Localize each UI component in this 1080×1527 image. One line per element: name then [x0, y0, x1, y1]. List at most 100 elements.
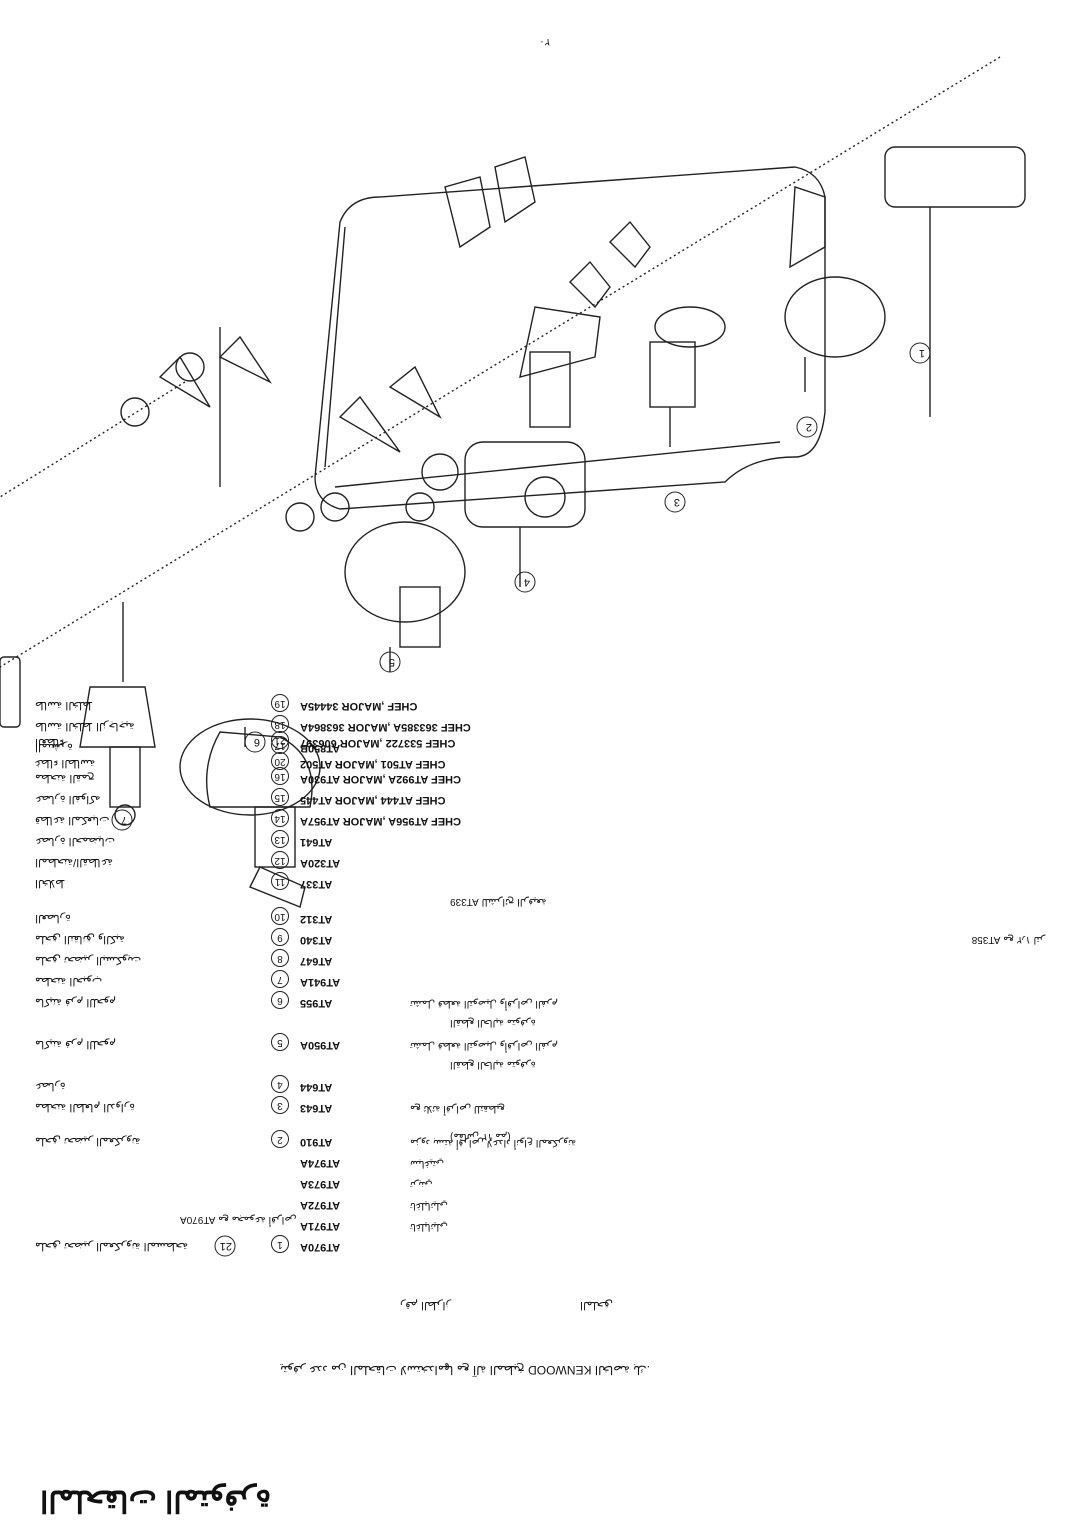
part-model-code: AT974A: [300, 1157, 341, 1169]
part-note: تشمل قطعة التوصيل وأقراص الفرم: [410, 1040, 558, 1051]
part-model-code: AT950A: [300, 1039, 341, 1051]
part-name: غطاء الطاسة: [35, 757, 96, 769]
part-number-badge: 1: [271, 1235, 289, 1253]
part-number-badge: 3: [271, 1096, 289, 1114]
part-row: عصارة الفواكه 15 CHEF AT444 ,MAJOR AT445: [35, 788, 865, 806]
part-name: الغطاء: [35, 736, 65, 748]
part-number-badge: 6: [271, 991, 289, 1009]
part-number-badge: 7: [271, 970, 289, 988]
part-name: طاسة الخلط: [35, 699, 93, 711]
part-number-badge: 21: [271, 731, 289, 749]
part-name: مطحنة القمح: [35, 772, 95, 784]
part-model-code: AT970A: [300, 1241, 341, 1253]
part-model-code: CHEF ,MAJOR 34445A: [300, 700, 418, 712]
part-name: ملحق تحضير المعكرونة المسطحة: [35, 1240, 189, 1252]
part-number-badge: 13: [271, 830, 289, 848]
callout-circle-2: [796, 416, 818, 438]
part-model-code: CHEF AT992A ,MAJOR AT930A: [300, 773, 461, 785]
part-model-code: CHEF 533722 ,MAJOR 606397: [300, 737, 456, 749]
subnote-2: (مقاس ١٢ مم): [450, 1131, 511, 1142]
part-model-code: AT941A: [300, 976, 341, 988]
part-note: تاغلياتيلي: [410, 1200, 448, 1211]
part-name: مطحنة الطعام الدوارة: [35, 1101, 135, 1113]
part-name: ملحق تحضير المعكرونة: [35, 1135, 141, 1147]
part-note: سباغيتي: [410, 1158, 445, 1169]
part-row: AT973A تريني: [35, 1172, 865, 1190]
part-number-badge: 12: [271, 851, 289, 869]
subnote-1: AT970A مع مجموعة أقراص: [180, 1214, 297, 1225]
part-name: مطحنة الحبوب: [35, 975, 103, 987]
callout-2: 2: [805, 421, 812, 433]
part-name: العصارة: [35, 912, 71, 924]
part-note: مع ثلاثة أقراص للتقطيع: [410, 1103, 505, 1114]
callout-circle-6: [244, 731, 266, 753]
part-model-code: AT643: [300, 1102, 333, 1114]
callout-3: 3: [673, 496, 680, 508]
part-number-badge: 14: [271, 809, 289, 827]
part-row: عصارة 4 AT644: [35, 1075, 865, 1093]
part-row: العصارة 10 AT312: [35, 907, 865, 925]
part-name: ملحق النقانق والكبة: [35, 933, 125, 945]
page-title: الملحقات المتوفرة: [40, 1484, 271, 1517]
part-name: ماكينة فرم اللحوم: [35, 996, 116, 1008]
part-row: المطحنة/القطاعة 12 AT320A: [35, 851, 865, 869]
part-row: ملحق تحضير المعكرونة المسطحة 1 AT970A: [35, 1235, 865, 1253]
part-name: قطاعة المكعبات: [35, 814, 110, 826]
col-header-model: رقم الطراز: [400, 1299, 451, 1311]
part-row: AT974A سباغيتي: [35, 1151, 865, 1169]
part-name: المطحنة/القطاعة: [35, 856, 113, 868]
part-name: الخلاط: [35, 877, 66, 889]
part-model-code: AT973A: [300, 1178, 341, 1190]
part-model-code: CHEF AT444 ,MAJOR AT445: [300, 794, 446, 806]
col-header-accessory: الملحق: [580, 1299, 613, 1311]
callout-circle-5: [379, 651, 401, 673]
subnote-5: القطع الحالية متوفرة: [450, 1059, 536, 1070]
page-number: ٢٠: [539, 36, 550, 47]
part-number-badge: 8: [271, 949, 289, 967]
subnote-11: AT358 مع ١٫٢ لتر: [971, 934, 1045, 945]
part-number-badge: 15: [271, 788, 289, 806]
callout-1: 1: [918, 347, 925, 359]
part-number-badge: 11: [271, 872, 289, 890]
callout-circle-4: [514, 571, 536, 593]
part-row: مطحنة الطعام الدوارة 3 AT643 مع ثلاثة أقراص…: [35, 1096, 865, 1114]
callout-circle-3: [664, 491, 686, 513]
part-number-badge: 20: [271, 752, 289, 770]
part-row: الغطاء 21 CHEF 533722 ,MAJOR 606397: [35, 731, 865, 749]
part-model-code: AT644: [300, 1081, 333, 1093]
part-model-code: AT972A: [300, 1199, 341, 1211]
part-number-badge: 2: [271, 1130, 289, 1148]
part-row: الخلاط 11 AT337: [35, 872, 865, 890]
part-number-badge: 4: [271, 1075, 289, 1093]
part-row: AT972A تاغلياتيلي: [35, 1193, 865, 1211]
part-model-code: AT641: [300, 836, 333, 848]
part-row: مطحنة الحبوب 7 AT941A: [35, 970, 865, 988]
part-note: تريني: [410, 1179, 433, 1190]
part-name: ماكينة فرم اللحوم: [35, 1038, 116, 1050]
part-model-code: AT647: [300, 955, 333, 967]
intro-text: يتوفر عدد من الملحقات لاستخدامها مع آلة …: [280, 1363, 650, 1377]
part-number-badge: 9: [271, 928, 289, 946]
callout-5: 5: [388, 656, 395, 668]
part-name: عصارة: [35, 1080, 66, 1092]
part-name: عصارة الفواكه: [35, 793, 101, 805]
callout-circle-7: [111, 809, 133, 831]
part-model-code: AT320A: [300, 857, 341, 869]
part-name: ملحق تحضير البسكويت: [35, 954, 142, 966]
part-model-code: AT312: [300, 913, 333, 925]
part-note: تشمل قطعة التوصيل وأقراص الفرم: [410, 998, 558, 1009]
part-model-code: AT337: [300, 878, 333, 890]
part-model-code: AT910: [300, 1136, 333, 1148]
callout-circle-21: [214, 1235, 236, 1257]
part-model-code: CHEF AT956A ,MAJOR AT957A: [300, 815, 461, 827]
part-number-badge: 10: [271, 907, 289, 925]
part-number-badge: 19: [271, 694, 289, 712]
callout-circle-1: [909, 342, 931, 364]
subnote-6: القطع الحالية متوفرة: [450, 1017, 536, 1028]
subnote-12: AT339 للشرائح الرفيعة: [450, 896, 547, 907]
